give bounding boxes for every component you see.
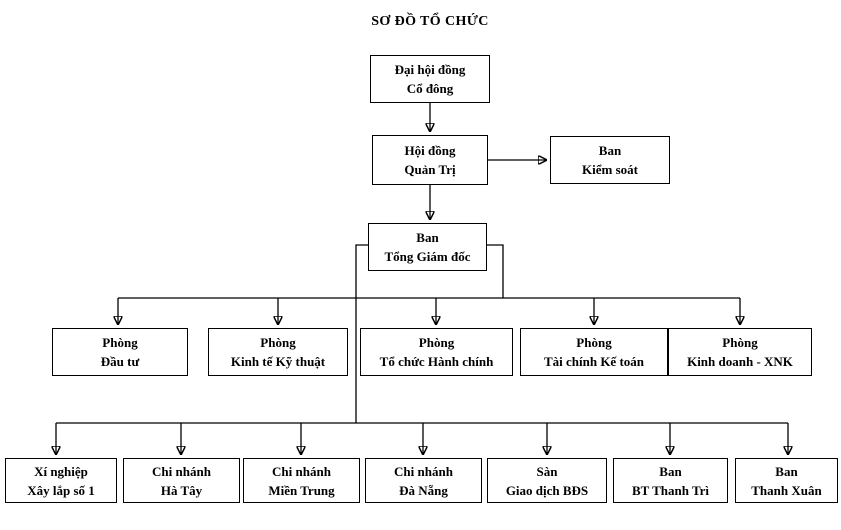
org-node-phong-kinh-doanh-xnk: Phòng Kinh doanh - XNK <box>668 328 812 376</box>
node-line: Cổ đông <box>406 81 454 96</box>
org-node-phong-kinh-te-ky-thuat: Phòng Kinh tế Kỹ thuật <box>208 328 348 376</box>
org-node-chi-nhanh-ha-tay: Chi nhánh Hà Tây <box>123 458 240 503</box>
org-node-dai-hoi-dong-co-dong: Đại hội đồng Cổ đông <box>370 55 490 103</box>
node-line: Sàn <box>536 463 558 479</box>
node-line: Ban <box>659 463 682 479</box>
node-line: BT Thanh Trì <box>631 482 710 498</box>
org-node-xi-nghiep-xay-lap-so-1: Xí nghiệp Xây lắp số 1 <box>5 458 117 503</box>
chart-title: SƠ ĐỒ TỔ CHỨC <box>371 14 489 29</box>
node-line: Chi nhánh <box>152 463 211 479</box>
node-line: Phòng <box>576 335 612 350</box>
org-node-chi-nhanh-da-nang: Chi nhánh Đà Nẵng <box>365 458 482 503</box>
node-line: Ban <box>775 463 798 479</box>
node-line: Ban <box>598 143 622 158</box>
org-node-ban-tong-giam-doc: Ban Tổng Giám đốc <box>368 223 487 271</box>
node-line: Tổng Giám đốc <box>384 249 471 264</box>
node-line: Kinh doanh - XNK <box>687 354 793 369</box>
node-line: Tài chính Kế toán <box>543 354 645 369</box>
org-node-hoi-dong-quan-tri: Hội đồng Quản Trị <box>372 135 488 185</box>
node-line: Giao dịch BĐS <box>505 482 589 498</box>
org-node-ban-kiem-soat: Ban Kiểm soát <box>550 136 670 184</box>
node-line: Phòng <box>722 335 758 350</box>
node-line: Kiểm soát <box>582 162 638 177</box>
node-line: Hà Tây <box>160 482 203 498</box>
node-line: Đại hội đồng <box>394 62 466 77</box>
node-line: Miền Trung <box>268 482 335 498</box>
connector-btgd-right-elbow <box>487 244 504 298</box>
node-line: Hội đồng <box>404 143 456 158</box>
node-line: Quản Trị <box>404 162 456 177</box>
node-line: Đà Nẵng <box>399 482 448 498</box>
node-line: Xây lắp số 1 <box>27 482 95 498</box>
org-node-ban-thanh-xuan: Ban Thanh Xuân <box>735 458 838 503</box>
org-node-phong-dau-tu: Phòng Đầu tư <box>52 328 188 376</box>
node-line: Chi nhánh <box>272 463 331 479</box>
node-line: Xí nghiệp <box>34 463 88 479</box>
org-node-phong-tai-chinh-ke-toan: Phòng Tài chính Kế toán <box>520 328 668 376</box>
node-line: Chi nhánh <box>394 463 453 479</box>
node-line: Tổ chức Hành chính <box>379 354 494 369</box>
org-node-san-giao-dich-bds: Sàn Giao dịch BĐS <box>487 458 607 503</box>
node-line: Phòng <box>260 335 296 350</box>
node-line: Ban <box>416 230 439 245</box>
node-line: Thanh Xuân <box>751 482 822 498</box>
org-node-ban-bt-thanh-tri: Ban BT Thanh Trì <box>613 458 728 503</box>
org-node-chi-nhanh-mien-trung: Chi nhánh Miền Trung <box>243 458 360 503</box>
org-node-phong-to-chuc-hanh-chinh: Phòng Tổ chức Hành chính <box>360 328 513 376</box>
node-line: Phòng <box>418 335 455 350</box>
node-line: Đầu tư <box>100 354 140 369</box>
node-line: Phòng <box>102 335 138 350</box>
node-line: Kinh tế Kỹ thuật <box>230 354 326 369</box>
